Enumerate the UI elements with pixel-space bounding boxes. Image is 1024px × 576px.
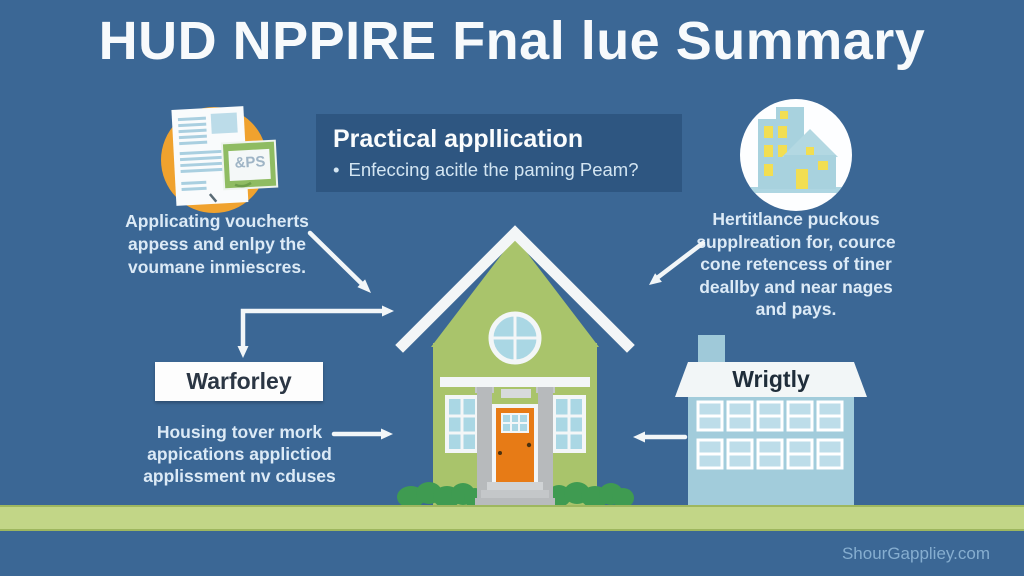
arrowhead-down-right (357, 279, 371, 293)
bullet-marker: • (333, 159, 340, 180)
arrowhead-right (381, 428, 393, 440)
ground-strip (0, 505, 1024, 531)
apartment-building-illustration (672, 333, 870, 505)
bottom-left-caption: Housing tover mork appications applictio… (143, 422, 336, 486)
buildings-icon-graphic (748, 107, 844, 193)
warforley-label-box: Warforley (155, 362, 323, 401)
apartment-building-graphic (675, 335, 867, 505)
panel-bullet-row: • Enfeccing acitle the paming Peam? (333, 159, 682, 181)
panel-bullet-text: Enfeccing acitle the paming Peam? (348, 159, 639, 180)
right-caption: Hertitlance puckous supplreation for, co… (696, 209, 896, 319)
page-title: HUD NPPIRE Fnal lue Summary (98, 11, 926, 71)
arrowhead-right-elbow (382, 305, 394, 317)
arrowhead-down-left (649, 273, 662, 285)
aps-card-label: &PS (234, 153, 266, 172)
house-graphic (395, 225, 635, 508)
document-voucher-icon (150, 98, 280, 218)
warforley-label: Warforley (186, 368, 292, 394)
document-icon-graphic (161, 106, 279, 213)
arrow-elbow-connector (240, 308, 386, 351)
arrowhead-down (237, 346, 249, 358)
panel-heading: Practical appllication (333, 125, 584, 153)
left-caption: Applicating voucherts appess and enlpy t… (125, 211, 309, 277)
watermark: ShourGappliey.com (841, 544, 990, 563)
house-illustration (395, 225, 641, 510)
practical-application-panel: Practical appllication • Enfeccing acitle… (316, 114, 682, 192)
buildings-icon (740, 99, 852, 211)
apartment-building-label: Wrigtly (732, 366, 810, 392)
